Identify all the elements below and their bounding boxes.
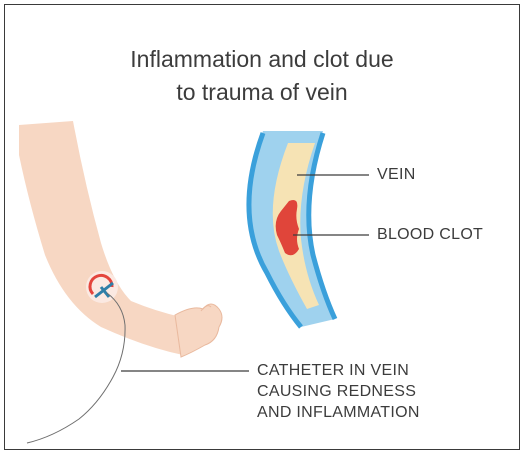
arm: [19, 121, 183, 355]
vein-label: VEIN: [377, 164, 416, 185]
blood-clot-label: BLOOD CLOT: [377, 224, 483, 245]
hand: [175, 304, 222, 357]
catheter-label-line-1: CATHETER IN VEIN: [257, 360, 420, 381]
catheter-label-line-3: AND INFLAMMATION: [257, 402, 420, 423]
arm-illustration: [19, 121, 222, 357]
catheter-label: CATHETER IN VEIN CAUSING REDNESS AND INF…: [257, 360, 420, 423]
catheter-label-line-2: CAUSING REDNESS: [257, 381, 420, 402]
vein-illustration: [247, 131, 335, 327]
diagram-frame: Inflammation and clot due to trauma of v…: [4, 4, 520, 450]
